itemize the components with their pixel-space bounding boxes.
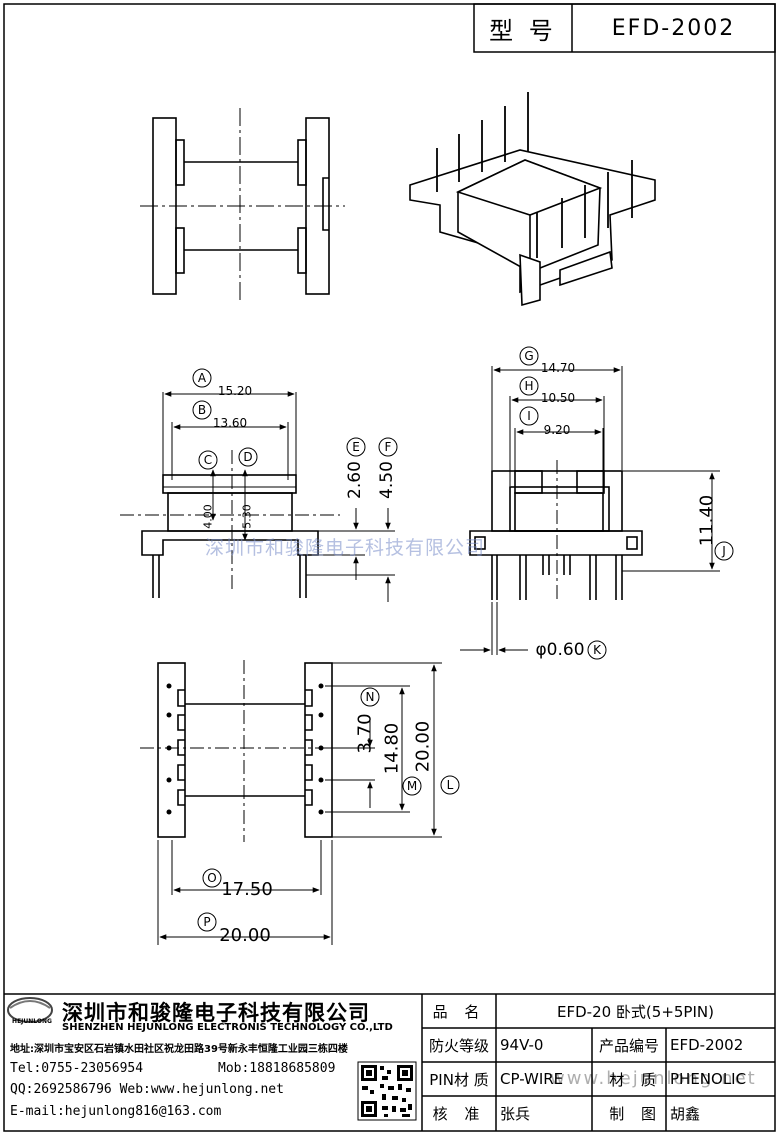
- company-email: E-mail:hejunlong816@163.com: [10, 1104, 222, 1119]
- dim-h-value: 10.50: [540, 391, 576, 405]
- side-view: [469, 460, 643, 600]
- company-address: 地址:深圳市宝安区石岩镇水田社区祝龙田路39号新永丰恒隆工业园三栋四楼: [10, 1044, 348, 1055]
- name-label: 品 名: [432, 1002, 486, 1021]
- dim-p-letter: P: [203, 915, 211, 929]
- pin-material-label: PIN材 质: [429, 1070, 489, 1089]
- dim-j-value: 11.40: [696, 494, 718, 547]
- dim-l-value: 20.00: [412, 720, 434, 773]
- company-qq-web: QQ:2692586796 Web:www.hejunlong.net: [10, 1082, 284, 1097]
- company-mob: Mob:18818685809: [218, 1061, 336, 1076]
- bottom-view: [140, 660, 345, 842]
- dim-d-letter: D: [243, 450, 253, 464]
- dim-b-letter: B: [197, 403, 207, 417]
- company-tel: Tel:0755-23056954: [10, 1061, 144, 1076]
- dim-k-letter: K: [593, 643, 601, 657]
- product-code-value: EFD-2002: [670, 1036, 744, 1054]
- material-value: PHENOLIC: [670, 1070, 747, 1088]
- top-view: [140, 108, 345, 300]
- fire-rating-value: 94V-0: [500, 1036, 544, 1054]
- dim-m-value: 14.80: [381, 722, 403, 775]
- dim-g-value: 14.70: [540, 361, 576, 375]
- dim-g-letter: G: [524, 349, 534, 363]
- dim-f-value: 4.50: [377, 461, 397, 499]
- dim-a-letter: A: [197, 371, 207, 385]
- material-label: 材 质: [609, 1070, 662, 1089]
- dim-p-value: 20.00: [219, 925, 271, 946]
- dim-k-value: φ0.60: [535, 640, 585, 660]
- model-value: EFD-2002: [611, 15, 736, 41]
- pin-material-value: CP-WIRE: [500, 1070, 564, 1088]
- isometric-view: [409, 92, 656, 307]
- product-code-label: 产品编号: [598, 1036, 659, 1055]
- url-watermark: www.hejunlong.net: [550, 1068, 757, 1089]
- dim-n-value: 3.70: [354, 713, 376, 754]
- front-view: [120, 450, 340, 598]
- drawn-by-value: 胡鑫: [670, 1105, 701, 1123]
- dim-l-letter: L: [446, 778, 454, 792]
- dim-i-letter: I: [527, 409, 531, 423]
- name-value: EFD-20 卧式(5+5PIN): [557, 1002, 714, 1021]
- dim-h-letter: H: [524, 379, 534, 393]
- dim-i-value: 9.20: [543, 423, 571, 437]
- dim-e-letter: E: [352, 440, 360, 454]
- model-label: 型 号: [489, 16, 557, 45]
- company-name-cn: 深圳市和骏隆电子科技有限公司: [62, 1001, 370, 1025]
- dim-m-letter: M: [406, 779, 418, 793]
- approve-value: 张兵: [500, 1105, 531, 1123]
- dim-j-letter: J: [722, 544, 726, 558]
- dim-b-value: 13.60: [212, 416, 248, 430]
- dim-c-letter: C: [203, 453, 213, 467]
- dim-a-value: 15.20: [217, 384, 253, 398]
- fire-rating-label: 防火等级: [428, 1036, 489, 1055]
- dim-o-letter: O: [207, 871, 217, 885]
- drawn-by-label: 制 图: [609, 1105, 662, 1123]
- approve-label: 核 准: [432, 1105, 486, 1123]
- center-watermark: 深圳市和骏隆电子科技有限公司: [205, 537, 486, 559]
- dim-e-value: 2.60: [345, 461, 365, 499]
- company-name-en: SHENZHEN HEJUNLONG ELECTRONIS TECHNOLOGY…: [62, 1022, 393, 1033]
- logo-text: HEJUNLONG: [12, 1018, 52, 1025]
- dim-n-letter: N: [365, 690, 375, 704]
- dim-o-value: 17.50: [221, 879, 273, 900]
- dim-f-letter: F: [384, 440, 392, 454]
